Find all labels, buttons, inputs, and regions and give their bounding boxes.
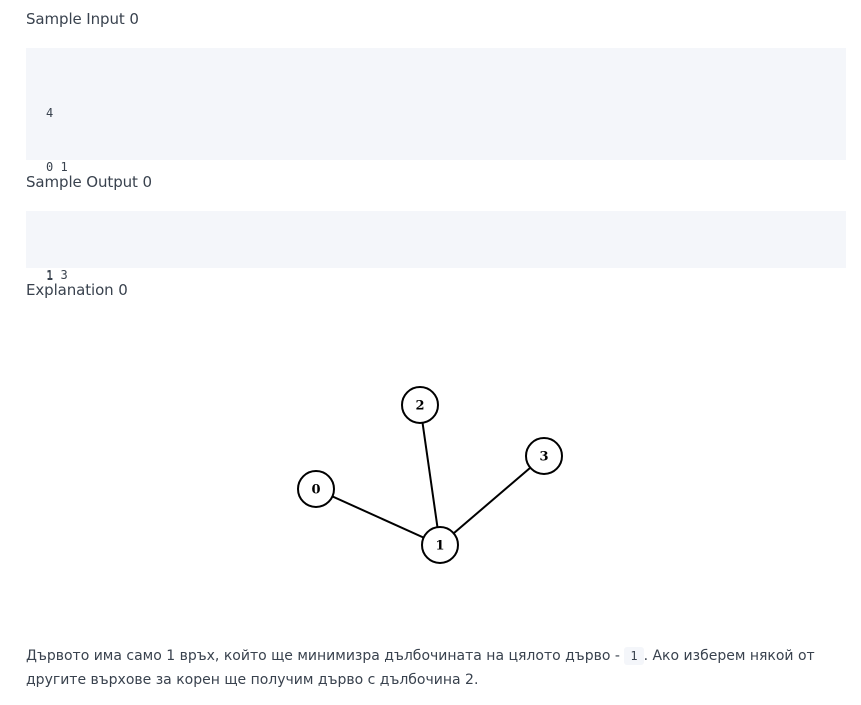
tree-edges xyxy=(315,404,545,546)
code-line: 0 1 xyxy=(46,160,68,174)
explanation-title: Explanation 0 xyxy=(26,281,128,299)
tree-node-circle xyxy=(297,470,335,508)
tree-node-1: 1 xyxy=(421,526,459,564)
explanation-text: Дървото има само 1 връх, който ще миними… xyxy=(26,644,846,692)
tree-edge-1-2 xyxy=(419,404,441,546)
tree-node-label: 1 xyxy=(435,539,444,554)
tree-node-0: 0 xyxy=(297,470,335,508)
tree-node-label: 3 xyxy=(539,450,548,465)
tree-node-label: 2 xyxy=(415,399,424,414)
explanation-text-before: Дървото има само 1 връх, който ще миними… xyxy=(26,648,625,664)
tree-nodes: 0 1 2 3 xyxy=(297,386,563,564)
sample-output-code: 1 xyxy=(26,211,846,283)
tree-node-label: 0 xyxy=(311,483,320,498)
code-line: 1 3 xyxy=(46,268,68,282)
tree-node-circle xyxy=(525,437,563,475)
tree-node-circle xyxy=(421,526,459,564)
explanation-inline-code: 1 xyxy=(624,647,644,665)
tree-node-2: 2 xyxy=(401,386,439,424)
tree-node-3: 3 xyxy=(525,437,563,475)
tree-edge-0-1 xyxy=(315,488,441,546)
sample-output-title: Sample Output 0 xyxy=(26,173,152,191)
explanation-text-after: . Ако изберем някой от другите върхове з… xyxy=(26,648,815,688)
sample-input-code: 4 0 1 1 2 1 3 xyxy=(26,48,846,282)
tree-edge-1-3 xyxy=(439,455,545,546)
code-line: 1 xyxy=(46,269,54,283)
sample-input-title: Sample Input 0 xyxy=(26,10,139,28)
tree-node-circle xyxy=(401,386,439,424)
code-line: 4 xyxy=(46,106,54,120)
